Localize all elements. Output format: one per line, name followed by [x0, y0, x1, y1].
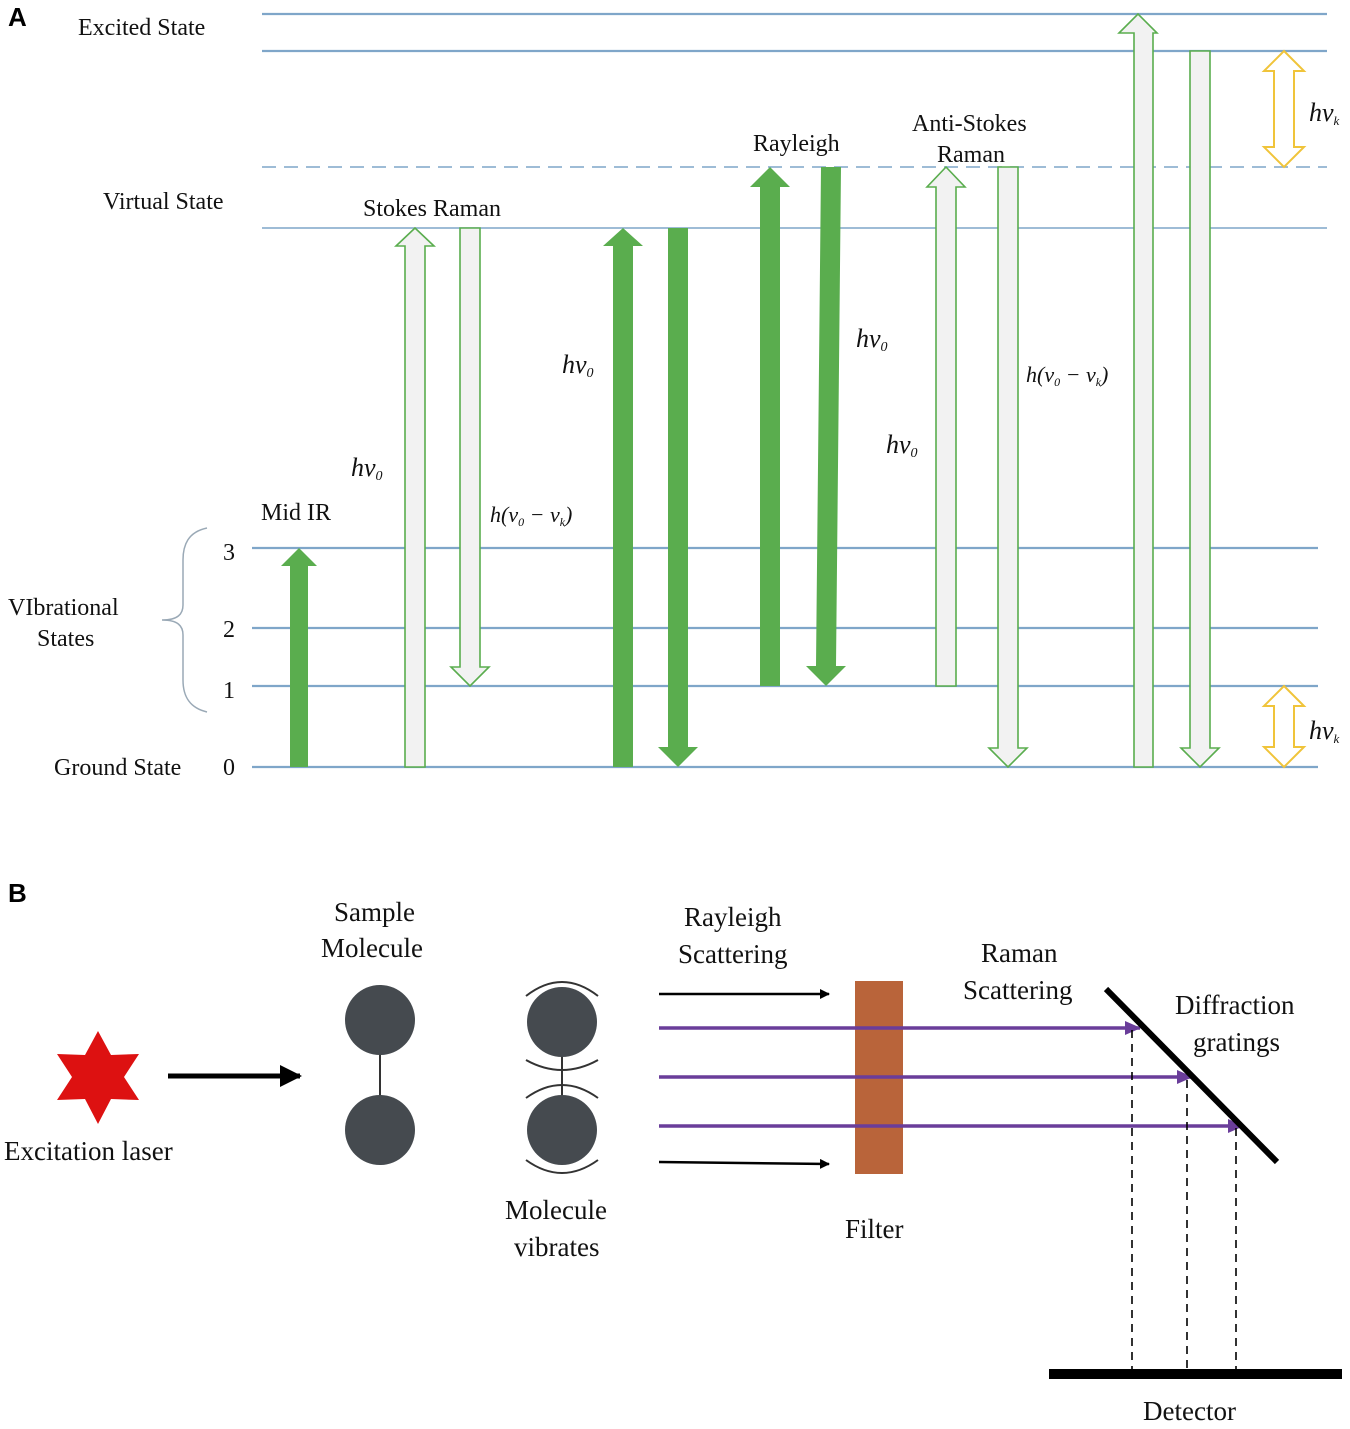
raman-scattering-label-line2: Scattering [963, 975, 1072, 1005]
diffraction-label-line1: Diffraction [1175, 990, 1295, 1020]
level-number-0: 0 [223, 755, 235, 781]
hv0-label-stokes: hν0 [351, 453, 383, 484]
vibrational-label-line2: States [37, 626, 94, 652]
energy-levels [252, 12, 1327, 769]
diffracted-rays [1131, 1030, 1237, 1370]
molecule-vibrates-label-line1: Molecule [505, 1195, 607, 1225]
h-nu0-minus-nuk-label-2: h(ν0 − νk) [1026, 362, 1108, 389]
filter-label: Filter [845, 1214, 904, 1244]
diffraction-grating [1103, 986, 1280, 1165]
hvk-upper-arrow [1261, 49, 1307, 169]
excited-up-arrow [1117, 12, 1159, 768]
laser-star-icon [57, 1031, 139, 1124]
excited-state-label: Excited State [78, 15, 205, 41]
excited-down-arrow [1179, 50, 1221, 769]
rayleigh-up-arrow-2 [750, 167, 790, 686]
h-nu0-minus-nuk-label-1: h(ν0 − νk) [490, 502, 572, 529]
excitation-laser-label: Excitation laser [4, 1136, 173, 1166]
panel-b-label: B [8, 878, 27, 908]
anti-stokes-up-arrow [925, 165, 967, 687]
rayleigh-up-arrow-1 [603, 228, 643, 767]
ground-state-label: Ground State [54, 755, 181, 781]
sample-label-line1: Sample [334, 897, 415, 927]
sample-label-line2: Molecule [321, 933, 423, 963]
level-number-2: 2 [223, 617, 235, 643]
rayleigh-down-arrow-1 [658, 228, 698, 767]
detector-label: Detector [1143, 1396, 1236, 1426]
rayleigh-beam-lower [658, 1158, 830, 1169]
energy-annotations: hν0 hν0 hν0 hν0 h(ν0 − νk) h(ν0 − νk) hν… [351, 98, 1340, 746]
stokes-raman-label: Stokes Raman [363, 196, 501, 222]
hv0-label-rayleigh-1: hν0 [562, 350, 594, 381]
rayleigh-down-arrow-2 [806, 167, 846, 686]
level-number-3: 3 [223, 540, 235, 566]
raman-scattering-label-line1: Raman [981, 938, 1058, 968]
mid-ir-label: Mid IR [261, 500, 331, 526]
gold-double-arrows [1261, 49, 1307, 769]
hv0-label-anti-stokes: hν0 [886, 430, 918, 461]
rayleigh-scattering-label-line2: Scattering [678, 939, 787, 969]
mid-ir-arrow [281, 548, 317, 767]
anti-stokes-label-line2: Raman [937, 142, 1005, 168]
level-number-1: 1 [223, 678, 235, 704]
rayleigh-scattering-label-line1: Rayleigh [684, 902, 782, 932]
sample-molecule-icon [345, 985, 415, 1165]
panel-a-label: A [8, 2, 27, 32]
anti-stokes-label-line1: Anti-Stokes [912, 111, 1027, 137]
rayleigh-label: Rayleigh [753, 131, 840, 157]
anti-stokes-down-arrow [987, 166, 1029, 769]
hv0-label-rayleigh-2: hν0 [856, 324, 888, 355]
molecule-vibrates-label-line2: vibrates [514, 1232, 599, 1262]
raman-beams [659, 1021, 1244, 1133]
diffraction-label-line2: gratings [1193, 1027, 1280, 1057]
stokes-up-arrow [393, 226, 437, 768]
vibrating-molecule-icon [525, 981, 599, 1174]
vibrational-label-line1: VIbrational [8, 595, 119, 621]
green-arrows [281, 167, 846, 767]
virtual-state-label: Virtual State [103, 189, 224, 215]
stokes-down-arrow [449, 227, 491, 688]
detector-bar [1049, 1369, 1342, 1379]
hvk-label-lower: hνk [1309, 716, 1340, 746]
hvk-label-upper: hνk [1309, 98, 1340, 128]
hollow-arrows [393, 12, 1221, 769]
hvk-lower-arrow [1261, 684, 1307, 769]
vibrational-brace [161, 527, 208, 713]
